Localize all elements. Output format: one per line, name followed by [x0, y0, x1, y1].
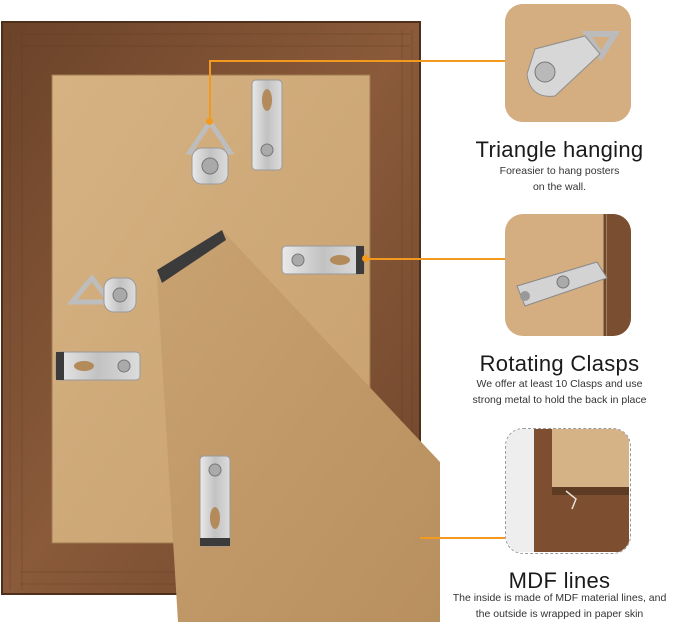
triangle-hanger-top	[185, 117, 235, 185]
title-mdf-lines: MDF lines	[508, 568, 611, 593]
leader-line-clasp	[366, 258, 505, 260]
clasp-left-horizontal	[55, 351, 141, 381]
clasp-top-vertical	[251, 79, 283, 171]
leader-dot-triangle	[206, 118, 213, 125]
leader-line-triangle-h	[209, 60, 505, 62]
desc-rotating-clasps: We offer at least 10 Clasps and use stro…	[472, 378, 647, 406]
clasp-right-horizontal	[281, 245, 365, 275]
title-rotating-clasps: Rotating Clasps	[479, 351, 640, 376]
thumb-triangle-hanging	[505, 4, 631, 122]
desc-triangle-hanging: Foreasier to hang posters on the wall.	[499, 165, 620, 193]
thumb-rotating-clasps	[505, 214, 631, 336]
frame-illustration	[1, 21, 440, 622]
title-triangle-hanging: Triangle hanging	[475, 137, 644, 162]
leader-line-mdf	[420, 537, 505, 539]
clasp-bottom-vertical	[199, 455, 231, 547]
frame-back-svg	[1, 21, 440, 622]
desc-mdf-lines: The inside is made of MDF material lines…	[452, 592, 667, 620]
leader-line-triangle	[209, 60, 211, 122]
leader-dot-clasp	[362, 255, 369, 262]
triangle-hanger-left	[66, 273, 137, 313]
thumb-mdf-lines	[505, 428, 631, 554]
